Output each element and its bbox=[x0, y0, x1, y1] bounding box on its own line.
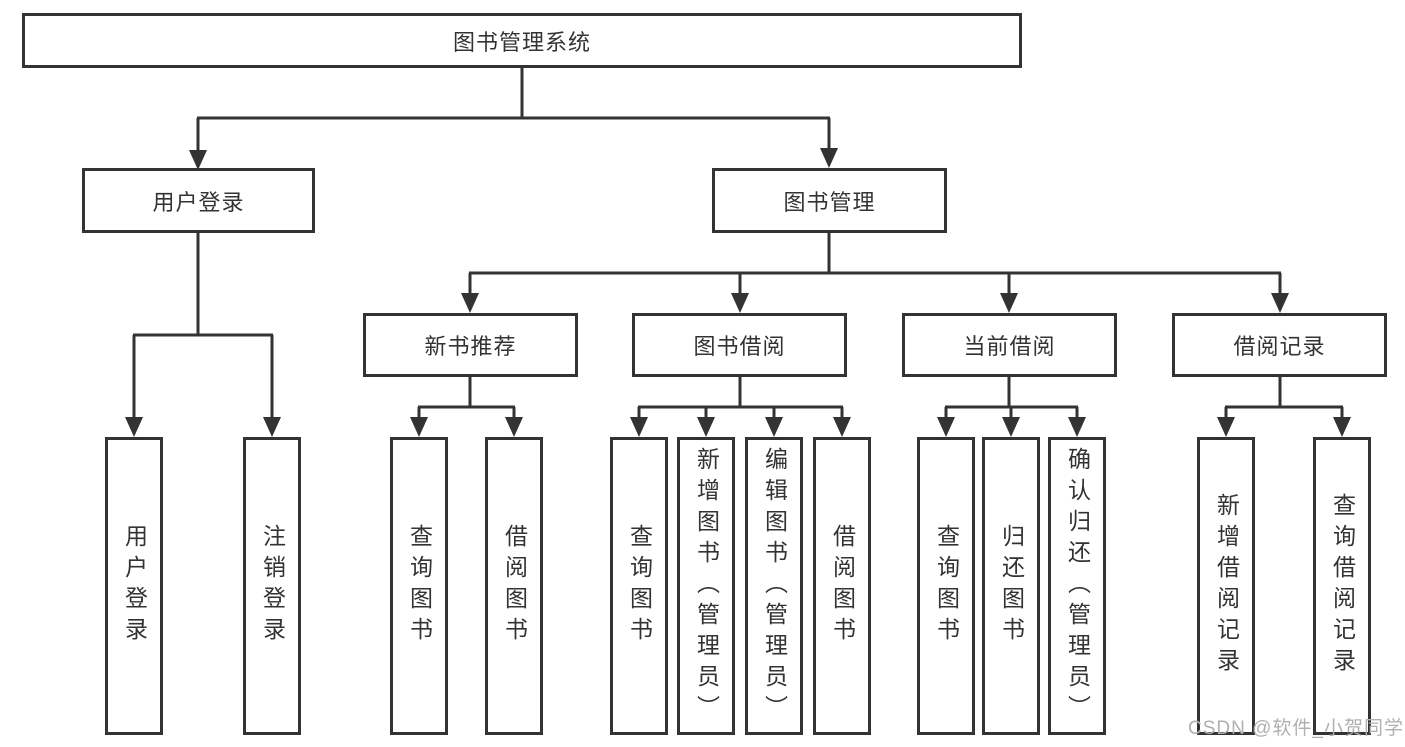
arrowhead bbox=[731, 293, 749, 313]
connector-borrow-records-children bbox=[1224, 377, 1344, 419]
leaf-add-book-admin: 新增图书（管理员） bbox=[677, 437, 735, 735]
arrowhead bbox=[937, 417, 955, 437]
node-new-book-recommend: 新书推荐 bbox=[363, 313, 578, 377]
node-user-login: 用户登录 bbox=[82, 168, 315, 233]
arrowhead bbox=[820, 148, 838, 168]
arrowhead bbox=[505, 417, 523, 437]
leaf-borrow-books-2: 借阅图书 bbox=[813, 437, 871, 735]
arrowhead bbox=[410, 417, 428, 437]
arrowhead bbox=[1271, 293, 1289, 313]
node-library-system: 图书管理系统 bbox=[22, 13, 1022, 68]
arrowhead bbox=[1002, 417, 1020, 437]
leaf-user-login: 用户登录 bbox=[105, 437, 163, 735]
arrowhead bbox=[1068, 417, 1086, 437]
node-book-borrow: 图书借阅 bbox=[632, 313, 847, 377]
leaf-query-books-3: 查询图书 bbox=[917, 437, 975, 735]
connector-new-book-children bbox=[417, 377, 516, 419]
leaf-query-books-1: 查询图书 bbox=[390, 437, 448, 735]
arrowhead bbox=[1333, 417, 1351, 437]
leaf-edit-book-admin: 编辑图书（管理员） bbox=[745, 437, 803, 735]
csdn-watermark: CSDN @软件_小贺同学 bbox=[1188, 718, 1404, 739]
node-current-borrow: 当前借阅 bbox=[902, 313, 1117, 377]
connector-current-borrow-children bbox=[944, 377, 1079, 419]
leaf-return-book: 归还图书 bbox=[982, 437, 1040, 735]
arrowhead bbox=[461, 293, 479, 313]
arrowhead bbox=[833, 417, 851, 437]
arrowhead bbox=[697, 417, 715, 437]
node-book-management: 图书管理 bbox=[712, 168, 947, 233]
leaf-confirm-return-admin: 确认归还（管理员） bbox=[1048, 437, 1106, 735]
connector-book-mgmt-children bbox=[468, 233, 1282, 295]
arrowhead bbox=[1217, 417, 1235, 437]
connector-book-borrow-children bbox=[637, 377, 844, 419]
connector-root-to-level2 bbox=[196, 68, 831, 152]
arrowhead bbox=[1000, 293, 1018, 313]
arrowhead bbox=[125, 417, 143, 437]
leaf-add-borrow-record: 新增借阅记录 bbox=[1197, 437, 1255, 735]
node-borrow-records: 借阅记录 bbox=[1172, 313, 1387, 377]
arrowhead bbox=[189, 150, 207, 170]
arrowheads bbox=[125, 148, 1351, 437]
arrowhead bbox=[765, 417, 783, 437]
leaf-query-books-2: 查询图书 bbox=[610, 437, 668, 735]
leaf-query-borrow-record: 查询借阅记录 bbox=[1313, 437, 1371, 735]
arrowhead bbox=[263, 417, 281, 437]
arrowhead bbox=[630, 417, 648, 437]
leaf-borrow-books-1: 借阅图书 bbox=[485, 437, 543, 735]
connector-user-login-children bbox=[132, 233, 274, 419]
leaf-logout: 注销登录 bbox=[243, 437, 301, 735]
